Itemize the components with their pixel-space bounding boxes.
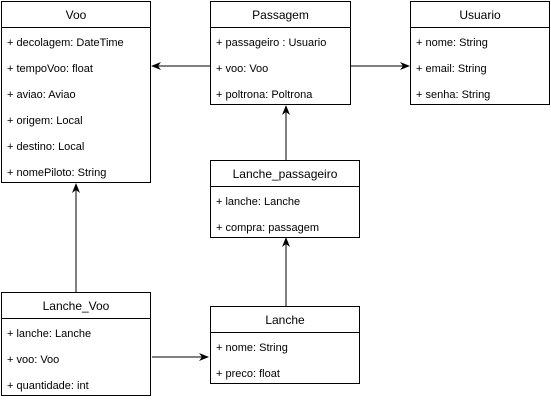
class-voo-attributes: + decolagem: DateTime + tempoVoo: float …	[2, 28, 150, 186]
attribute-email: + email: String	[416, 63, 487, 75]
class-lanche-attributes: + nome: String + preco: float	[211, 333, 359, 387]
attribute-origem: + origem: Local	[7, 115, 83, 127]
class-passagem[interactable]: Passagem + passageiro : Usuario + voo: V…	[210, 1, 351, 105]
attribute-compra: + compra: passagem	[216, 222, 320, 234]
attribute-aviao: + aviao: Aviao	[7, 89, 76, 101]
class-lanche-voo[interactable]: Lanche_Voo + lanche: Lanche + voo: Voo +…	[1, 292, 151, 396]
attribute-lanche: + lanche: Lanche	[216, 196, 301, 208]
class-passagem-attributes: + passageiro : Usuario + voo: Voo + polt…	[211, 28, 350, 108]
attribute-poltrona: + poltrona: Poltrona	[216, 89, 313, 101]
class-lanche[interactable]: Lanche + nome: String + preco: float	[210, 306, 360, 384]
class-voo-title: Voo	[2, 2, 150, 28]
attribute-tempovoo: + tempoVoo: float	[7, 63, 93, 75]
attribute-nome: + nome: String	[216, 342, 288, 354]
class-passagem-title: Passagem	[211, 2, 350, 28]
class-lanche-passageiro[interactable]: Lanche_passageiro + lanche: Lanche + com…	[210, 160, 360, 238]
class-usuario-title: Usuario	[411, 2, 549, 28]
attribute-decolagem: + decolagem: DateTime	[7, 37, 124, 49]
class-lanche-title: Lanche	[211, 307, 359, 333]
attribute-nome: + nome: String	[416, 37, 488, 49]
class-lanche-passageiro-attributes: + lanche: Lanche + compra: passagem	[211, 187, 359, 241]
attribute-senha: + senha: String	[416, 89, 491, 101]
attribute-preco: + preco: float	[216, 368, 280, 380]
class-lanche-voo-attributes: + lanche: Lanche + voo: Voo + quantidade…	[2, 319, 150, 399]
attribute-quantidade: + quantidade: int	[7, 380, 89, 392]
attribute-destino: + destino: Local	[7, 141, 85, 153]
attribute-voo: + voo: Voo	[7, 354, 60, 366]
class-voo[interactable]: Voo + decolagem: DateTime + tempoVoo: fl…	[1, 1, 151, 183]
class-usuario[interactable]: Usuario + nome: String + email: String +…	[410, 1, 550, 105]
attribute-passageiro: + passageiro : Usuario	[216, 37, 327, 49]
class-lanche-passageiro-title: Lanche_passageiro	[211, 161, 359, 187]
attribute-nomepiloto: + nomePiloto: String	[7, 167, 107, 179]
class-lanche-voo-title: Lanche_Voo	[2, 293, 150, 319]
attribute-lanche: + lanche: Lanche	[7, 328, 92, 340]
attribute-voo: + voo: Voo	[216, 63, 269, 75]
class-usuario-attributes: + nome: String + email: String + senha: …	[411, 28, 549, 108]
